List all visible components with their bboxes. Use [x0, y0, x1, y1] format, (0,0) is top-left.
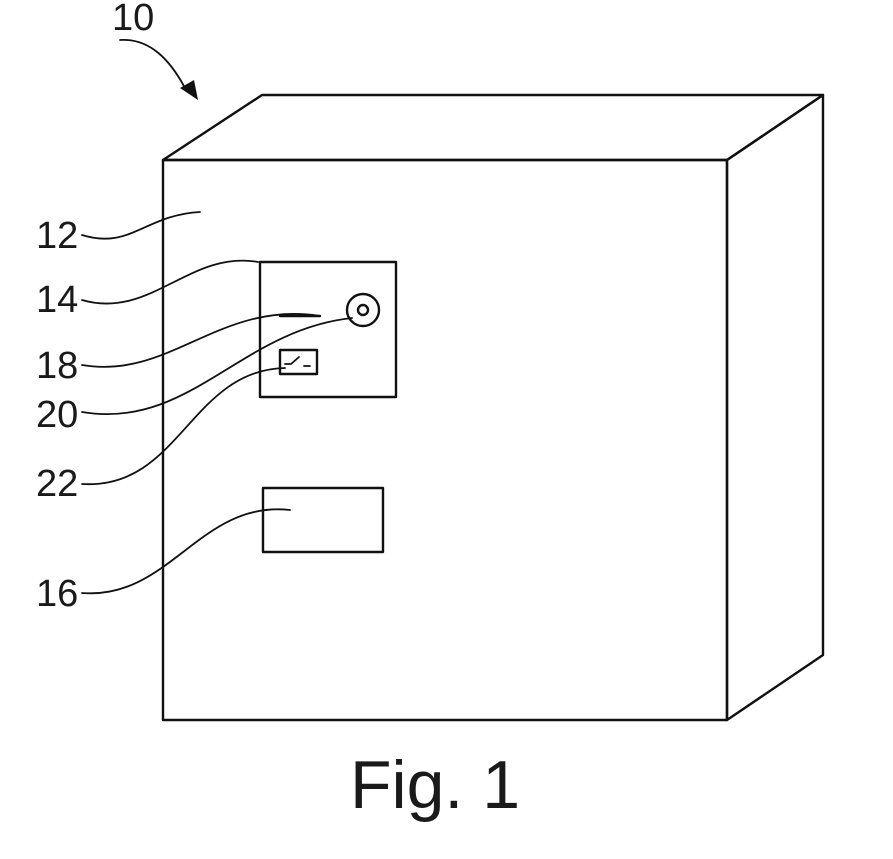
leader-10	[120, 40, 185, 88]
switch-22-symbol	[285, 357, 310, 366]
leader-18	[82, 314, 320, 367]
control-panel-14	[260, 262, 396, 397]
leader-22	[82, 368, 285, 484]
cabinet-top-face	[163, 95, 823, 160]
cabinet-10	[163, 95, 823, 720]
display-16	[263, 488, 383, 552]
leader-14	[82, 261, 258, 304]
control-panel-frame	[260, 262, 396, 397]
label-10: 10	[112, 0, 154, 39]
cabinet-front-face	[163, 160, 727, 720]
leader-16	[82, 509, 290, 593]
label-16: 16	[36, 573, 78, 615]
leader-12	[82, 212, 200, 239]
label-18: 18	[36, 345, 78, 387]
knob-inner	[358, 305, 368, 315]
switch-22-frame	[280, 350, 317, 374]
figure-caption: Fig. 1	[350, 747, 520, 823]
reference-numerals: 10 12 14 18 20 22 16	[36, 0, 154, 615]
label-12: 12	[36, 215, 78, 257]
cabinet-side-face	[727, 95, 823, 720]
label-14: 14	[36, 279, 78, 321]
label-20: 20	[36, 394, 78, 436]
knob-outer	[347, 294, 379, 326]
label-22: 22	[36, 463, 78, 505]
